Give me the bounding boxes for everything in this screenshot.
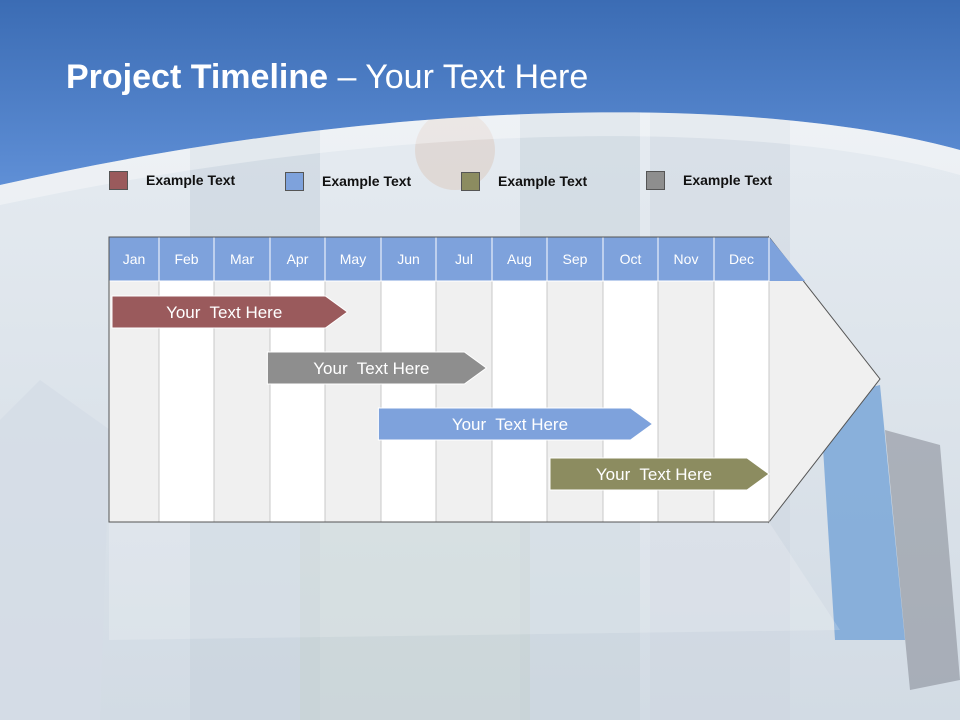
task-bar-1	[111, 295, 349, 329]
legend-label-3: Example Text	[498, 173, 588, 189]
month-label-jul: Jul	[455, 251, 473, 267]
month-header-cell-jan	[108, 236, 160, 282]
month-column-jun	[380, 280, 437, 523]
task-bar-3	[377, 407, 654, 441]
month-header-cell-nov	[657, 236, 715, 282]
month-label-mar: Mar	[230, 251, 254, 267]
task-bar-4	[549, 457, 770, 491]
chart-reflection	[109, 522, 840, 640]
title-rest: – Your Text Here	[328, 58, 589, 96]
month-header-cell-sep	[546, 236, 604, 282]
month-label-apr: Apr	[287, 251, 309, 267]
month-label-aug: Aug	[507, 251, 532, 267]
month-header-cell-oct	[602, 236, 659, 282]
legend-label-4: Example Text	[683, 172, 773, 188]
task-bar-2	[266, 351, 488, 385]
legend-swatch-olive	[461, 172, 480, 191]
task-label-1: Your Text Here	[166, 303, 282, 322]
legend-swatch-red	[109, 171, 128, 190]
legend-label-1: Example Text	[146, 172, 236, 188]
month-label-oct: Oct	[620, 251, 642, 267]
month-label-feb: Feb	[174, 251, 198, 267]
legend-swatch-gray	[646, 171, 665, 190]
task-label-3: Your Text Here	[452, 415, 568, 434]
month-header-cell-may	[324, 236, 382, 282]
month-label-may: May	[340, 251, 366, 267]
month-header-cell-apr	[269, 236, 326, 282]
legend-swatch-blue	[285, 172, 304, 191]
table-outline	[108, 236, 769, 523]
month-label-nov: Nov	[674, 251, 699, 267]
month-label-dec: Dec	[729, 251, 754, 267]
month-label-jun: Jun	[397, 251, 420, 267]
month-header-cell-aug	[491, 236, 548, 282]
month-column-aug	[491, 280, 548, 523]
month-column-jul	[435, 280, 493, 523]
month-label-jan: Jan	[123, 251, 146, 267]
task-label-2: Your Text Here	[313, 359, 429, 378]
task-label-4: Your Text Here	[596, 465, 712, 484]
legend-label-2: Example Text	[322, 173, 412, 189]
arrow-header-cap	[769, 237, 805, 281]
month-label-sep: Sep	[563, 251, 588, 267]
page-title: Project Timeline – Your Text Here	[66, 58, 588, 97]
title-bold: Project Timeline	[66, 58, 329, 96]
